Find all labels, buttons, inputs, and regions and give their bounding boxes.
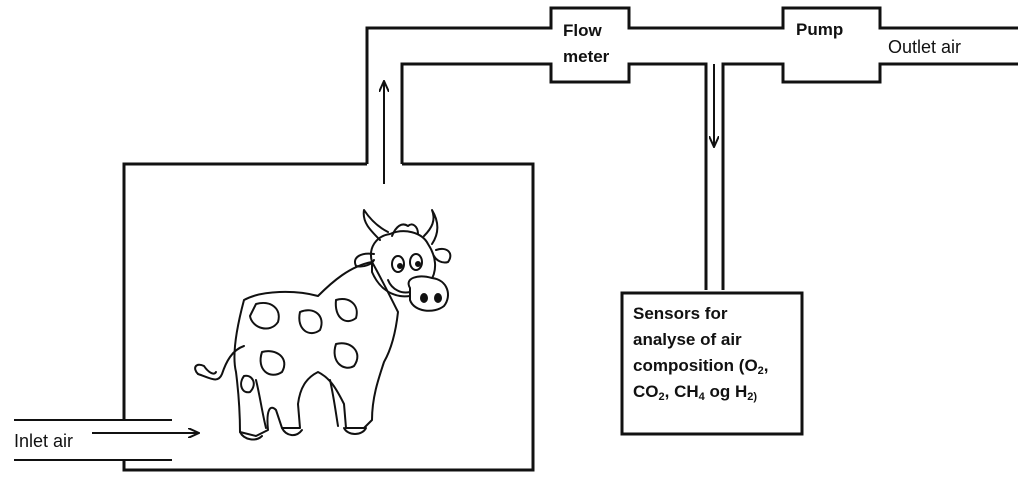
flow-meter-label-line2: meter — [563, 47, 610, 66]
sensors-co2-subscript: 2 — [658, 391, 665, 403]
sensors-o2-suffix: , — [763, 356, 769, 375]
sensors-ch4-subscript: 4 — [698, 391, 705, 403]
outlet-air-label: Outlet air — [888, 37, 962, 57]
inlet-pipe — [14, 419, 172, 461]
sensors-o2-prefix: composition (O — [633, 356, 758, 375]
sensors-o2-subscript: 2 — [757, 365, 764, 377]
sensor-box — [620, 291, 804, 436]
flow-meter-label: Flow meter — [563, 18, 609, 70]
sensors-h2-subscript: 2) — [747, 391, 758, 403]
sensors-label-line1: Sensors for — [633, 304, 728, 323]
flow-meter-label-line1: Flow — [563, 21, 602, 40]
sensors-label-line3: composition (O2, — [633, 353, 828, 379]
cow-illustration — [194, 209, 452, 441]
sensors-label-line4: CO2, CH4 og H2) — [633, 379, 828, 405]
chamber-box — [122, 162, 535, 472]
sensors-label: Sensors for analyse of air composition (… — [633, 301, 828, 405]
inlet-air-label: Inlet air — [14, 431, 74, 451]
sensors-label-line2: analyse of air — [633, 330, 742, 349]
sensors-co2-prefix: CO — [633, 382, 659, 401]
exhaust-duct — [365, 6, 1018, 290]
pump-label: Pump — [796, 20, 844, 39]
sensors-ch4-prefix: , CH — [664, 382, 699, 401]
sensors-h2-prefix: og H — [704, 382, 748, 401]
